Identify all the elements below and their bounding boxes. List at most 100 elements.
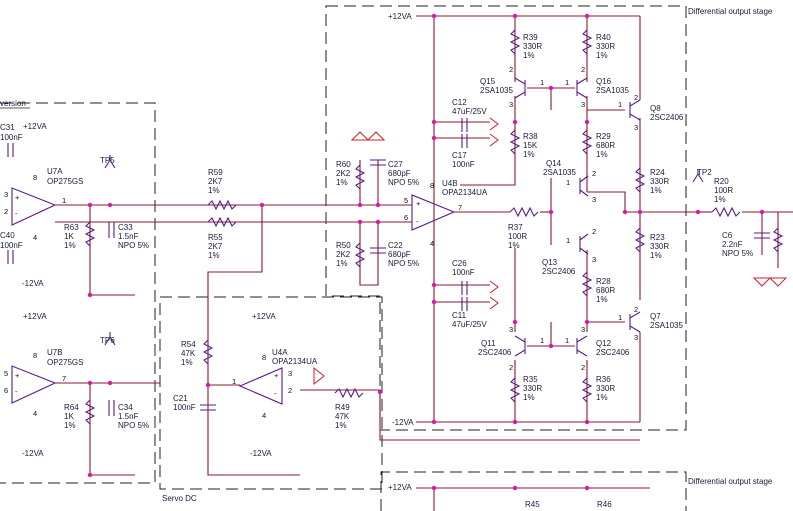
c11-value: 47uF/25V: [452, 320, 487, 329]
u7a-name: U7A: [47, 167, 63, 176]
q7-symbol: [629, 311, 641, 333]
c22-name: C22: [388, 241, 403, 250]
r39-tolerance: 1%: [523, 51, 535, 60]
c27-value: 680pF: [388, 169, 411, 178]
node: [375, 202, 381, 208]
node: [584, 319, 590, 325]
q8-name: Q8: [650, 104, 661, 113]
node: [87, 472, 93, 478]
pin-number: +: [416, 199, 421, 208]
node: [107, 202, 113, 208]
pin-number: +: [15, 371, 20, 380]
r39-zigzag: [509, 29, 521, 55]
c22-plates: [370, 247, 386, 254]
r29-value: 680R: [596, 141, 615, 150]
pin-number: +: [274, 371, 279, 380]
r63-value: 1K: [64, 232, 74, 241]
node: [512, 13, 518, 19]
c34-plates: [108, 400, 115, 416]
r63-tolerance: 1%: [64, 241, 76, 250]
node: [637, 209, 643, 215]
node: [759, 209, 765, 215]
c12-value: 47uF/25V: [452, 107, 487, 116]
r24-value: 330R: [650, 177, 669, 186]
node: [87, 380, 93, 386]
r35-tolerance: 1%: [523, 393, 535, 402]
pin-number: 4: [33, 409, 37, 418]
r59-value: 2K7: [208, 177, 223, 186]
r60-value: 2K2: [336, 169, 351, 178]
pin-number: 3: [509, 325, 513, 334]
q13-symbol: [579, 233, 589, 255]
c26-name: C26: [452, 259, 467, 268]
pin-number: 1: [565, 78, 569, 87]
c26-value: 100nF: [452, 268, 475, 277]
r49-value: 47K: [335, 412, 350, 421]
u7a-triangle: [11, 187, 57, 226]
r60-name: R60: [336, 160, 351, 169]
c22-type: NPO 5%: [388, 259, 419, 268]
components: [7, 29, 788, 425]
r20-name: R20: [714, 177, 729, 186]
r36-zigzag: [581, 377, 593, 403]
c11-name: C11: [452, 311, 467, 320]
r35-value: 330R: [523, 384, 542, 393]
node: [584, 485, 590, 491]
pin-number: 7: [62, 374, 66, 383]
pin-number: -: [15, 209, 18, 218]
c12-c17-plates: [461, 118, 468, 148]
r29-name: R29: [596, 132, 611, 141]
r64-value: 1K: [64, 412, 74, 421]
c26-ground-symbol: [489, 280, 499, 310]
pin-number: 8: [33, 351, 37, 360]
r50-name: R50: [336, 241, 351, 250]
junction-nodes: [87, 13, 765, 491]
r50-zigzag: [354, 242, 366, 268]
c40-value: 100nF: [0, 241, 23, 250]
pin-number: 3: [592, 195, 596, 204]
r64-name: R64: [64, 403, 79, 412]
pin-number: 3: [509, 100, 513, 109]
r29-zigzag: [581, 129, 593, 155]
pin-number: 1: [565, 336, 569, 345]
node: [431, 119, 437, 125]
node: [622, 209, 628, 215]
servo-link: [207, 205, 263, 385]
r55-name: R55: [208, 233, 223, 242]
input-stage-box: [0, 102, 156, 484]
c6-name: C6: [722, 231, 733, 240]
r37-tolerance: 1%: [508, 241, 520, 250]
u7b-value: OP275GS: [47, 358, 83, 367]
r39-value: 330R: [523, 42, 542, 51]
node: [431, 419, 437, 425]
r59-zigzag: [207, 199, 237, 211]
c22-value: 680pF: [388, 250, 411, 259]
c21-name: C21: [173, 394, 188, 403]
r54-zigzag: [202, 339, 214, 365]
r20-zigzag: [711, 206, 741, 218]
r37-zigzag: [509, 206, 539, 218]
u4a-neg-label: -12VA: [250, 449, 272, 458]
pin-number: 6: [404, 213, 408, 222]
pin-number: 2: [592, 169, 596, 178]
r49-name: R49: [335, 403, 350, 412]
r50-value: 2K2: [336, 250, 351, 259]
component-labels: C31 100nF +12VA U7A OP275GS TP5 R63 1K 1…: [0, 33, 753, 509]
pin-number: 3: [592, 255, 596, 264]
node: [512, 319, 518, 325]
r64-tolerance: 1%: [64, 421, 76, 430]
c40-plates: [7, 250, 14, 264]
u4a-triangle: [238, 367, 283, 405]
r63-name: R63: [64, 223, 79, 232]
pin-number: 3: [581, 100, 585, 109]
q16-value: 2SA1035: [596, 86, 629, 95]
q16-symbol: [576, 77, 588, 99]
c33-value: 1.5nF: [118, 232, 139, 241]
c6-value: 2.2nF: [722, 240, 743, 249]
node: [377, 389, 383, 395]
node: [431, 13, 437, 19]
pin-number: 4: [262, 411, 266, 420]
u7b-power-label: +12VA: [23, 312, 47, 321]
pin-number: 1: [566, 236, 570, 245]
